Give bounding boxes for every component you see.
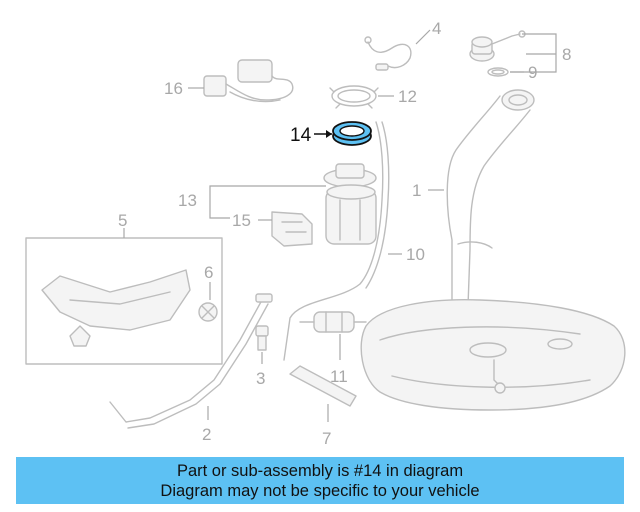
leader-13: [209, 185, 326, 219]
banner-line-2: Diagram may not be specific to your vehi…: [160, 481, 480, 500]
callout-15: 15: [232, 211, 251, 230]
part-1-fuel-tank: [360, 89, 626, 411]
part-13-fuel-pump-module: [323, 163, 377, 245]
part-3-bolt: [255, 325, 269, 351]
part-11-fuel-filter: [299, 311, 367, 333]
callout-3: 3: [256, 369, 265, 388]
part-12-lock-ring: [329, 85, 379, 109]
banner-line-1: Part or sub-assembly is #14 in diagram: [176, 461, 464, 480]
part-10-fuel-line: [283, 121, 390, 361]
part-15-bracket: [271, 211, 313, 247]
leader-14-arrow: [326, 130, 332, 138]
callout-12: 12: [398, 87, 417, 106]
callout-13: 13: [178, 191, 197, 210]
callout-4: 4: [432, 19, 441, 38]
part-9-o-ring: [487, 67, 509, 77]
part-8-filler-cap: [469, 30, 526, 62]
parts-diagram: 4 8 9 16 12 14: [25, 19, 626, 448]
info-banner: Part or sub-assembly is #14 in diagram D…: [16, 457, 624, 504]
part-2-strap: [109, 293, 273, 429]
callout-5: 5: [118, 211, 127, 230]
leader-8-9: [510, 33, 557, 73]
callout-16: 16: [164, 79, 183, 98]
part-4-sensor-wire: [364, 36, 412, 71]
callout-6: 6: [204, 263, 213, 282]
callout-10: 10: [406, 245, 425, 264]
leader-4: [415, 29, 431, 45]
callout-2: 2: [202, 425, 211, 444]
part-14-seal-highlighted: [332, 121, 372, 146]
part-16-connector: [203, 59, 294, 103]
callout-11: 11: [330, 367, 348, 386]
part-5-heat-shield: [41, 269, 191, 347]
callout-1: 1: [412, 181, 421, 200]
callout-14-highlighted: 14: [290, 125, 312, 146]
callout-9: 9: [528, 63, 537, 82]
callout-8: 8: [562, 45, 571, 64]
callout-7: 7: [322, 429, 331, 448]
part-7-bracket: [289, 365, 357, 407]
part-6-clip: [198, 302, 218, 322]
